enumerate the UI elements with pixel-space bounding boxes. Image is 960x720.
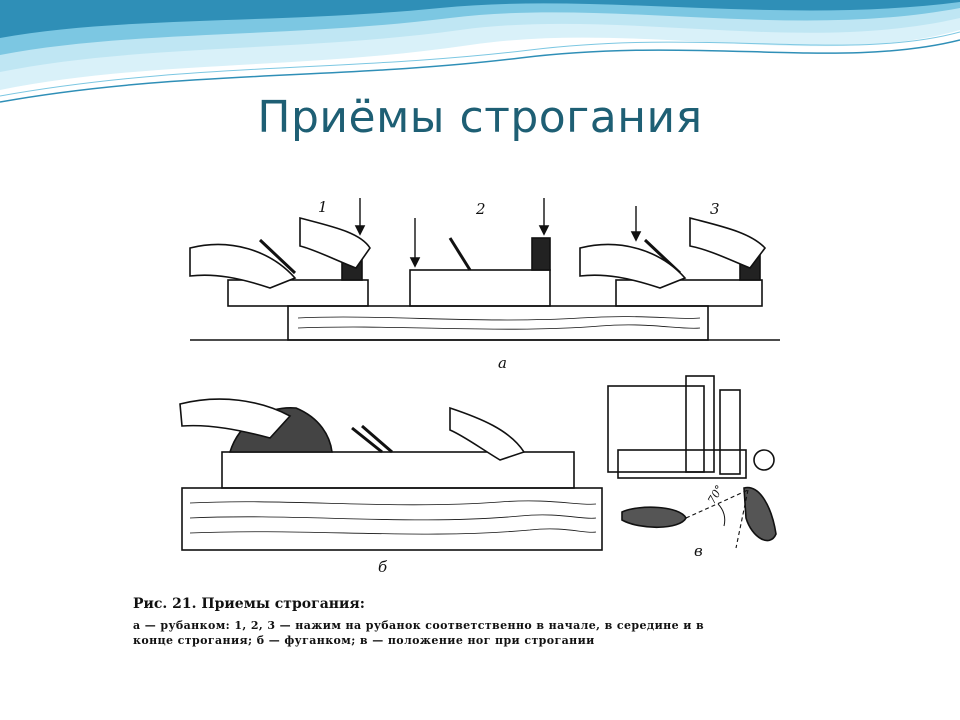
plane-2-horn [531, 237, 551, 271]
label-step-1: 1 [318, 198, 328, 216]
caption-line-2: конце строгания; б — фуганком; в — полож… [133, 634, 595, 647]
label-step-2: 2 [476, 200, 486, 218]
label-step-3: 3 [710, 200, 720, 218]
vise-screw-block [617, 449, 747, 479]
plane-1 [227, 279, 369, 307]
slide-title: Приёмы строгания [257, 92, 703, 143]
label-part-v: в [694, 542, 703, 560]
caption-title: Рис. 21. Приемы строгания: [133, 596, 365, 612]
vise-handle [753, 449, 775, 471]
plane-2 [409, 269, 551, 307]
wave-header-decoration [0, 0, 960, 103]
left-foot [621, 506, 687, 529]
label-part-b: б [378, 558, 388, 576]
planing-illustration: 1 2 3 а б в 70° [120, 168, 850, 588]
vise-post [719, 389, 741, 475]
bench-top-v [607, 385, 705, 473]
right-foot [743, 486, 777, 542]
planing-drawing [179, 198, 780, 551]
jointer-plane [221, 451, 575, 489]
label-part-a: а [498, 354, 507, 372]
vise-jaw [685, 375, 715, 473]
workpiece-a [287, 305, 709, 341]
caption-line-1: а — рубанком: 1, 2, 3 — нажим на рубанок… [133, 619, 705, 632]
figure-caption: Рис. 21. Приемы строгания: а — рубанком:… [133, 596, 833, 648]
plane-3 [615, 279, 763, 307]
workpiece-b [181, 487, 603, 551]
